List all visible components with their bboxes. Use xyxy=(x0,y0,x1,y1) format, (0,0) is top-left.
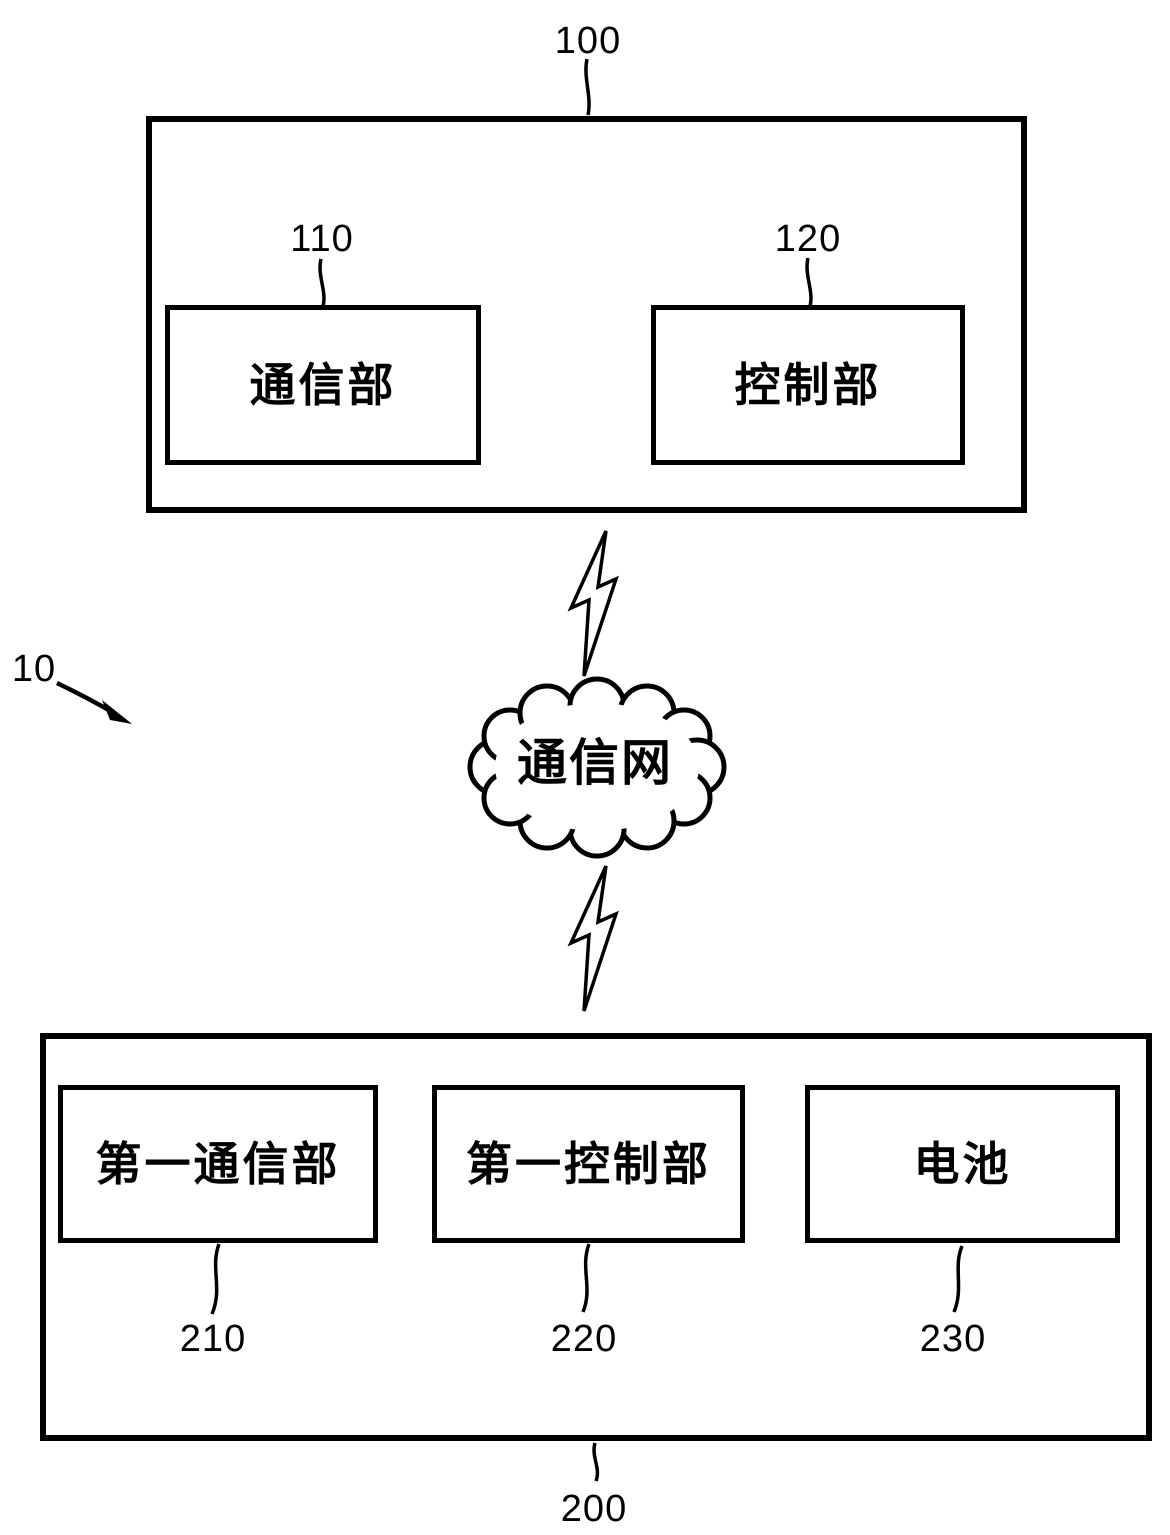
leader-line-100 xyxy=(584,58,591,116)
block-220-first-control-unit: 第一控制部 xyxy=(432,1085,745,1243)
lightning-icon-bottom xyxy=(567,865,619,1012)
block-110-text: 通信部 xyxy=(249,358,397,412)
block-220-text: 第一控制部 xyxy=(466,1137,711,1191)
ref-label-10: 10 xyxy=(11,648,57,690)
ref-label-220: 220 xyxy=(550,1318,618,1360)
top-box-100 xyxy=(146,116,1027,513)
cloud-icon xyxy=(467,676,727,859)
block-110-communication-unit: 通信部 xyxy=(165,305,481,465)
leader-line-230 xyxy=(952,1245,964,1313)
block-230-battery: 电池 xyxy=(805,1085,1120,1243)
leader-line-110 xyxy=(318,258,326,307)
arrow-10-icon xyxy=(56,680,132,724)
leader-line-220 xyxy=(581,1243,591,1313)
leader-line-120 xyxy=(805,257,813,307)
block-120-text: 控制部 xyxy=(734,358,882,412)
ref-label-110: 110 xyxy=(290,218,354,260)
block-210-first-communication-unit: 第一通信部 xyxy=(58,1085,378,1243)
block-230-text: 电池 xyxy=(913,1137,1012,1191)
ref-label-200: 200 xyxy=(560,1488,628,1530)
ref-label-210: 210 xyxy=(179,1318,247,1360)
ref-label-120: 120 xyxy=(774,218,842,260)
ref-label-230: 230 xyxy=(919,1318,987,1360)
network-cloud-text: 通信网 xyxy=(517,733,673,792)
bottom-box-200 xyxy=(40,1033,1152,1441)
lightning-icon-top xyxy=(567,530,619,677)
block-210-text: 第一通信部 xyxy=(95,1137,341,1191)
leader-line-200 xyxy=(592,1442,600,1482)
block-120-control-unit: 控制部 xyxy=(651,305,965,465)
ref-label-100: 100 xyxy=(554,20,622,62)
leader-line-210 xyxy=(210,1243,221,1315)
